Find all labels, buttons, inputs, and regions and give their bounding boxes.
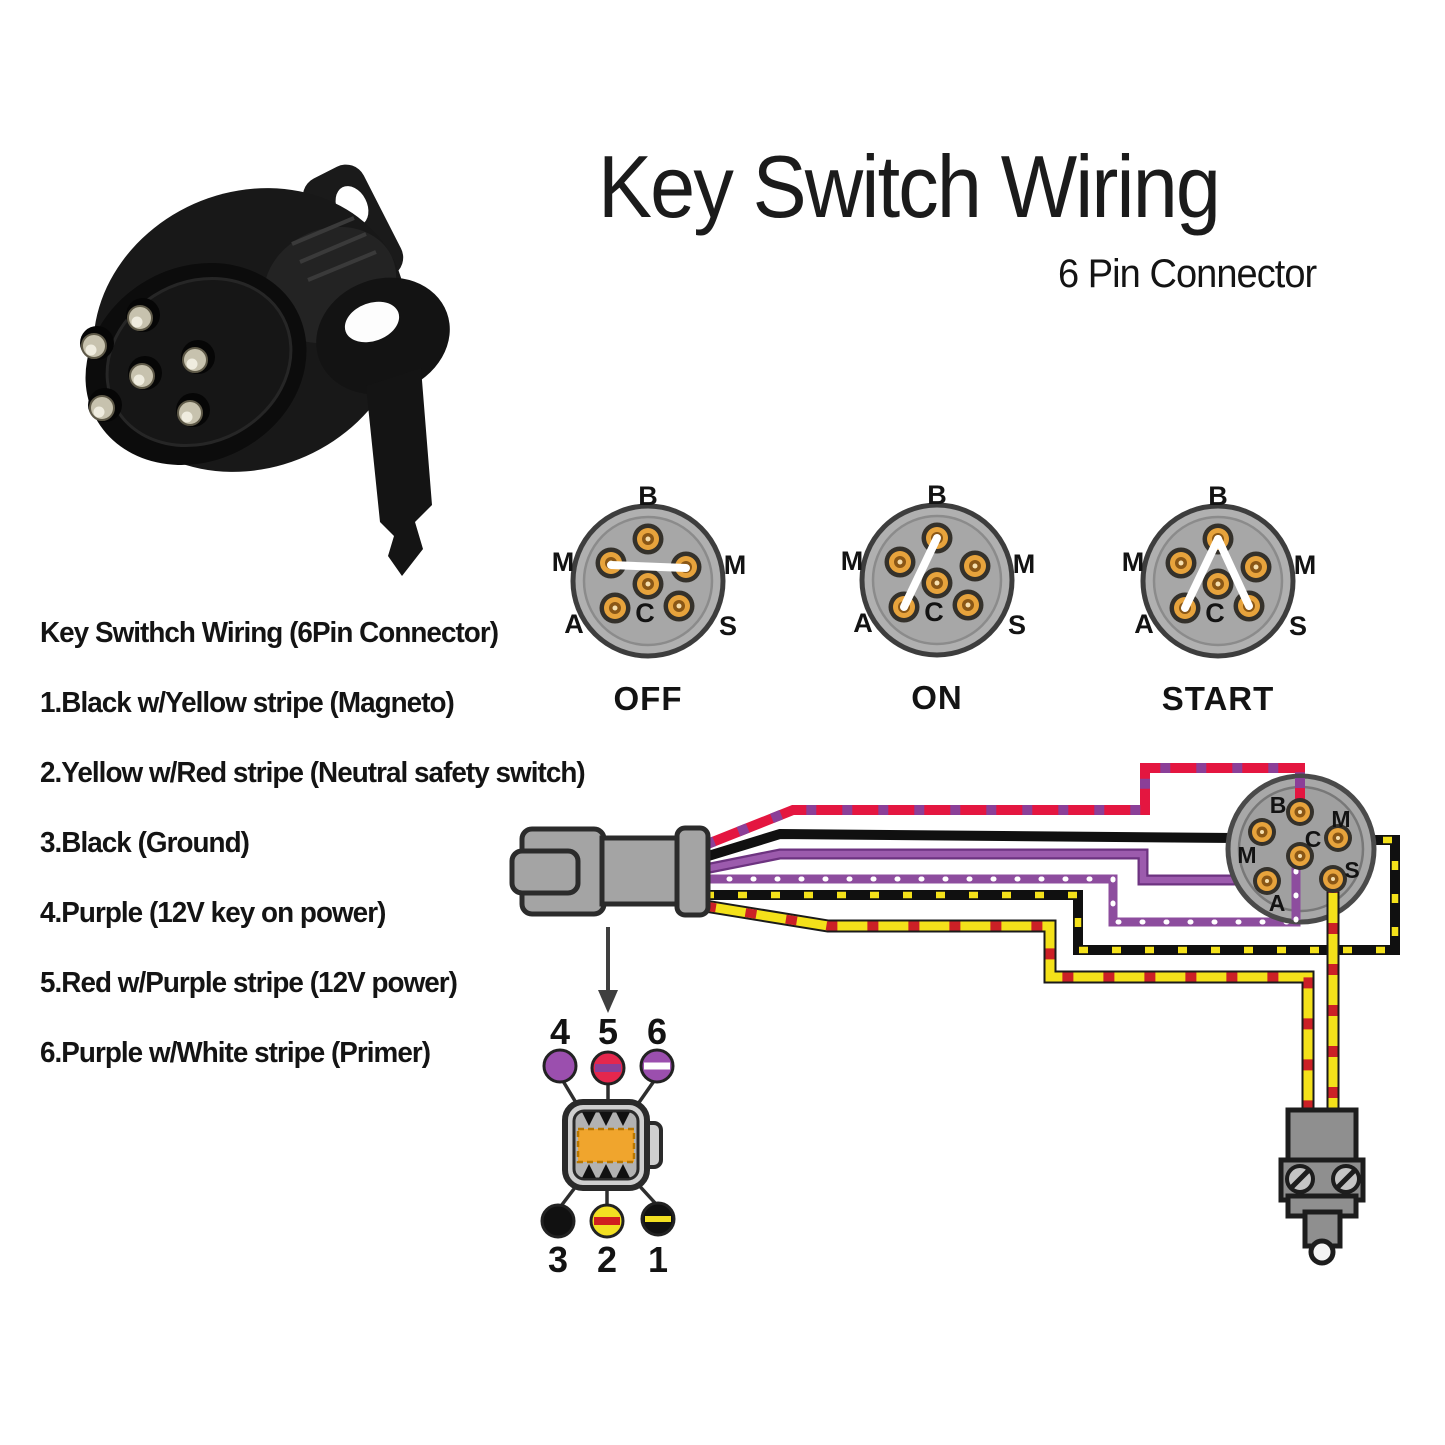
- pin-m-left: [884, 546, 916, 578]
- legend-heading: Key Swithch Wiring (6Pin Connector): [40, 617, 499, 649]
- pin-c: [1202, 568, 1234, 600]
- connector-latch-tab: [509, 848, 581, 896]
- legend-item-1: 1.Black w/Yellow stripe (Magneto): [40, 687, 455, 719]
- pin-label-c: C: [924, 597, 944, 627]
- bridge-b-to-s: [1214, 535, 1253, 610]
- bridge-b-to-a: [900, 534, 941, 611]
- pin-m-left: [1165, 547, 1197, 579]
- position-diagram-start: B M M A S C START: [1122, 481, 1317, 717]
- page-subtitle: 6 Pin Connector: [1058, 252, 1317, 296]
- connector-pinout-diagram: 4 5 6 3 2 1: [540, 1011, 676, 1280]
- pin-label-m-right: M: [724, 550, 747, 580]
- position-label-start: START: [1162, 680, 1275, 717]
- key-switch-photo: [79, 164, 450, 576]
- pin-b: [632, 523, 664, 555]
- pinout-number-6: 6: [647, 1011, 667, 1052]
- switch-plunger: [1308, 1238, 1336, 1266]
- pinout-number-2: 2: [597, 1239, 617, 1280]
- pin-label-a: A: [853, 608, 873, 638]
- pin-c: [632, 568, 664, 600]
- connector-pin-sockets: [582, 1112, 630, 1178]
- legend-item-3: 3.Black (Ground): [40, 827, 250, 859]
- pin-label-c: C: [1305, 826, 1322, 852]
- pin-label-s: S: [719, 611, 737, 641]
- switch-rear-connector: B M C M A S: [1225, 773, 1377, 1115]
- wire-legend: Key Swithch Wiring (6Pin Connector) 1.Bl…: [40, 598, 586, 1088]
- position-label-off: OFF: [614, 680, 683, 717]
- position-label-on: ON: [911, 679, 963, 716]
- wire-yellow-red-stripe: [703, 899, 1315, 1115]
- legend-item-4: 4.Purple (12V key on power): [40, 897, 386, 929]
- wire-black-yellow-stripe: [705, 835, 1400, 955]
- pin-m-right: [959, 550, 991, 582]
- pin-label-m-right: M: [1294, 550, 1317, 580]
- pin-label-b: B: [927, 480, 947, 510]
- pinout-number-4: 4: [550, 1011, 570, 1052]
- key-ring-hole: [344, 301, 400, 343]
- pin-label-s: S: [1008, 610, 1026, 640]
- pin-label-a: A: [564, 609, 584, 639]
- pin-label-s: S: [1289, 611, 1307, 641]
- pin-label-s: S: [1344, 857, 1359, 883]
- page-title: Key Switch Wiring: [598, 137, 1221, 236]
- wire-end-3-black: [540, 1203, 576, 1239]
- pin-label-m-left: M: [841, 546, 864, 576]
- wire-end-6-purple-white: [639, 1048, 675, 1084]
- key-blade: [366, 368, 432, 576]
- pin-label-a: A: [1134, 609, 1154, 639]
- pin-label-m-left: M: [552, 547, 575, 577]
- pin-s: [952, 589, 984, 621]
- pin-label-b: B: [1270, 792, 1287, 818]
- pinout-number-1: 1: [648, 1239, 668, 1280]
- pin-b: [1286, 798, 1314, 826]
- pin-label-m-right: M: [1013, 549, 1036, 579]
- pin-a: [599, 592, 631, 624]
- pin-label-m-left: M: [1237, 842, 1256, 868]
- down-arrow: [598, 927, 618, 1013]
- pin-label-b: B: [1208, 481, 1228, 511]
- pin-label-m-right: M: [1331, 806, 1350, 832]
- ignition-key: [316, 277, 450, 576]
- bridge-b-to-a: [1181, 535, 1222, 612]
- pin-label-b: B: [638, 481, 658, 511]
- pin-m-right: [1240, 551, 1272, 583]
- wire-black: [703, 828, 1236, 862]
- connector-keyway: [576, 1127, 636, 1164]
- screw-terminal-right: [1331, 1164, 1361, 1194]
- pin-label-a: A: [1269, 890, 1286, 916]
- pinout-number-3: 3: [548, 1239, 568, 1280]
- pin-label-c: C: [635, 598, 655, 628]
- position-diagram-on: B M M A S C ON: [841, 480, 1036, 716]
- pin-label-c: C: [1205, 598, 1225, 628]
- pin-s: [1319, 865, 1347, 893]
- pin-c: [921, 567, 953, 599]
- pin-s: [663, 590, 695, 622]
- pinout-number-5: 5: [598, 1011, 618, 1052]
- legend-item-5: 5.Red w/Purple stripe (12V power): [40, 967, 458, 999]
- wire-end-1-black-yellow: [640, 1201, 676, 1237]
- neutral-safety-switch: [1278, 1107, 1366, 1266]
- wire-end-4-purple: [542, 1048, 578, 1084]
- wire-end-5-red-purple: [590, 1050, 626, 1086]
- wire-end-2-yellow-red: [589, 1203, 625, 1239]
- screw-terminal-left: [1285, 1164, 1315, 1194]
- legend-item-6: 6.Purple w/White stripe (Primer): [40, 1037, 431, 1069]
- wire-purple: [703, 848, 1258, 886]
- bridge-m-to-m: [607, 561, 690, 572]
- position-diagram-off: B M M A S C OFF: [552, 481, 747, 717]
- legend-item-2: 2.Yellow w/Red stripe (Neutral safety sw…: [40, 757, 586, 789]
- pin-label-m-left: M: [1122, 547, 1145, 577]
- harness-connector: [509, 825, 711, 918]
